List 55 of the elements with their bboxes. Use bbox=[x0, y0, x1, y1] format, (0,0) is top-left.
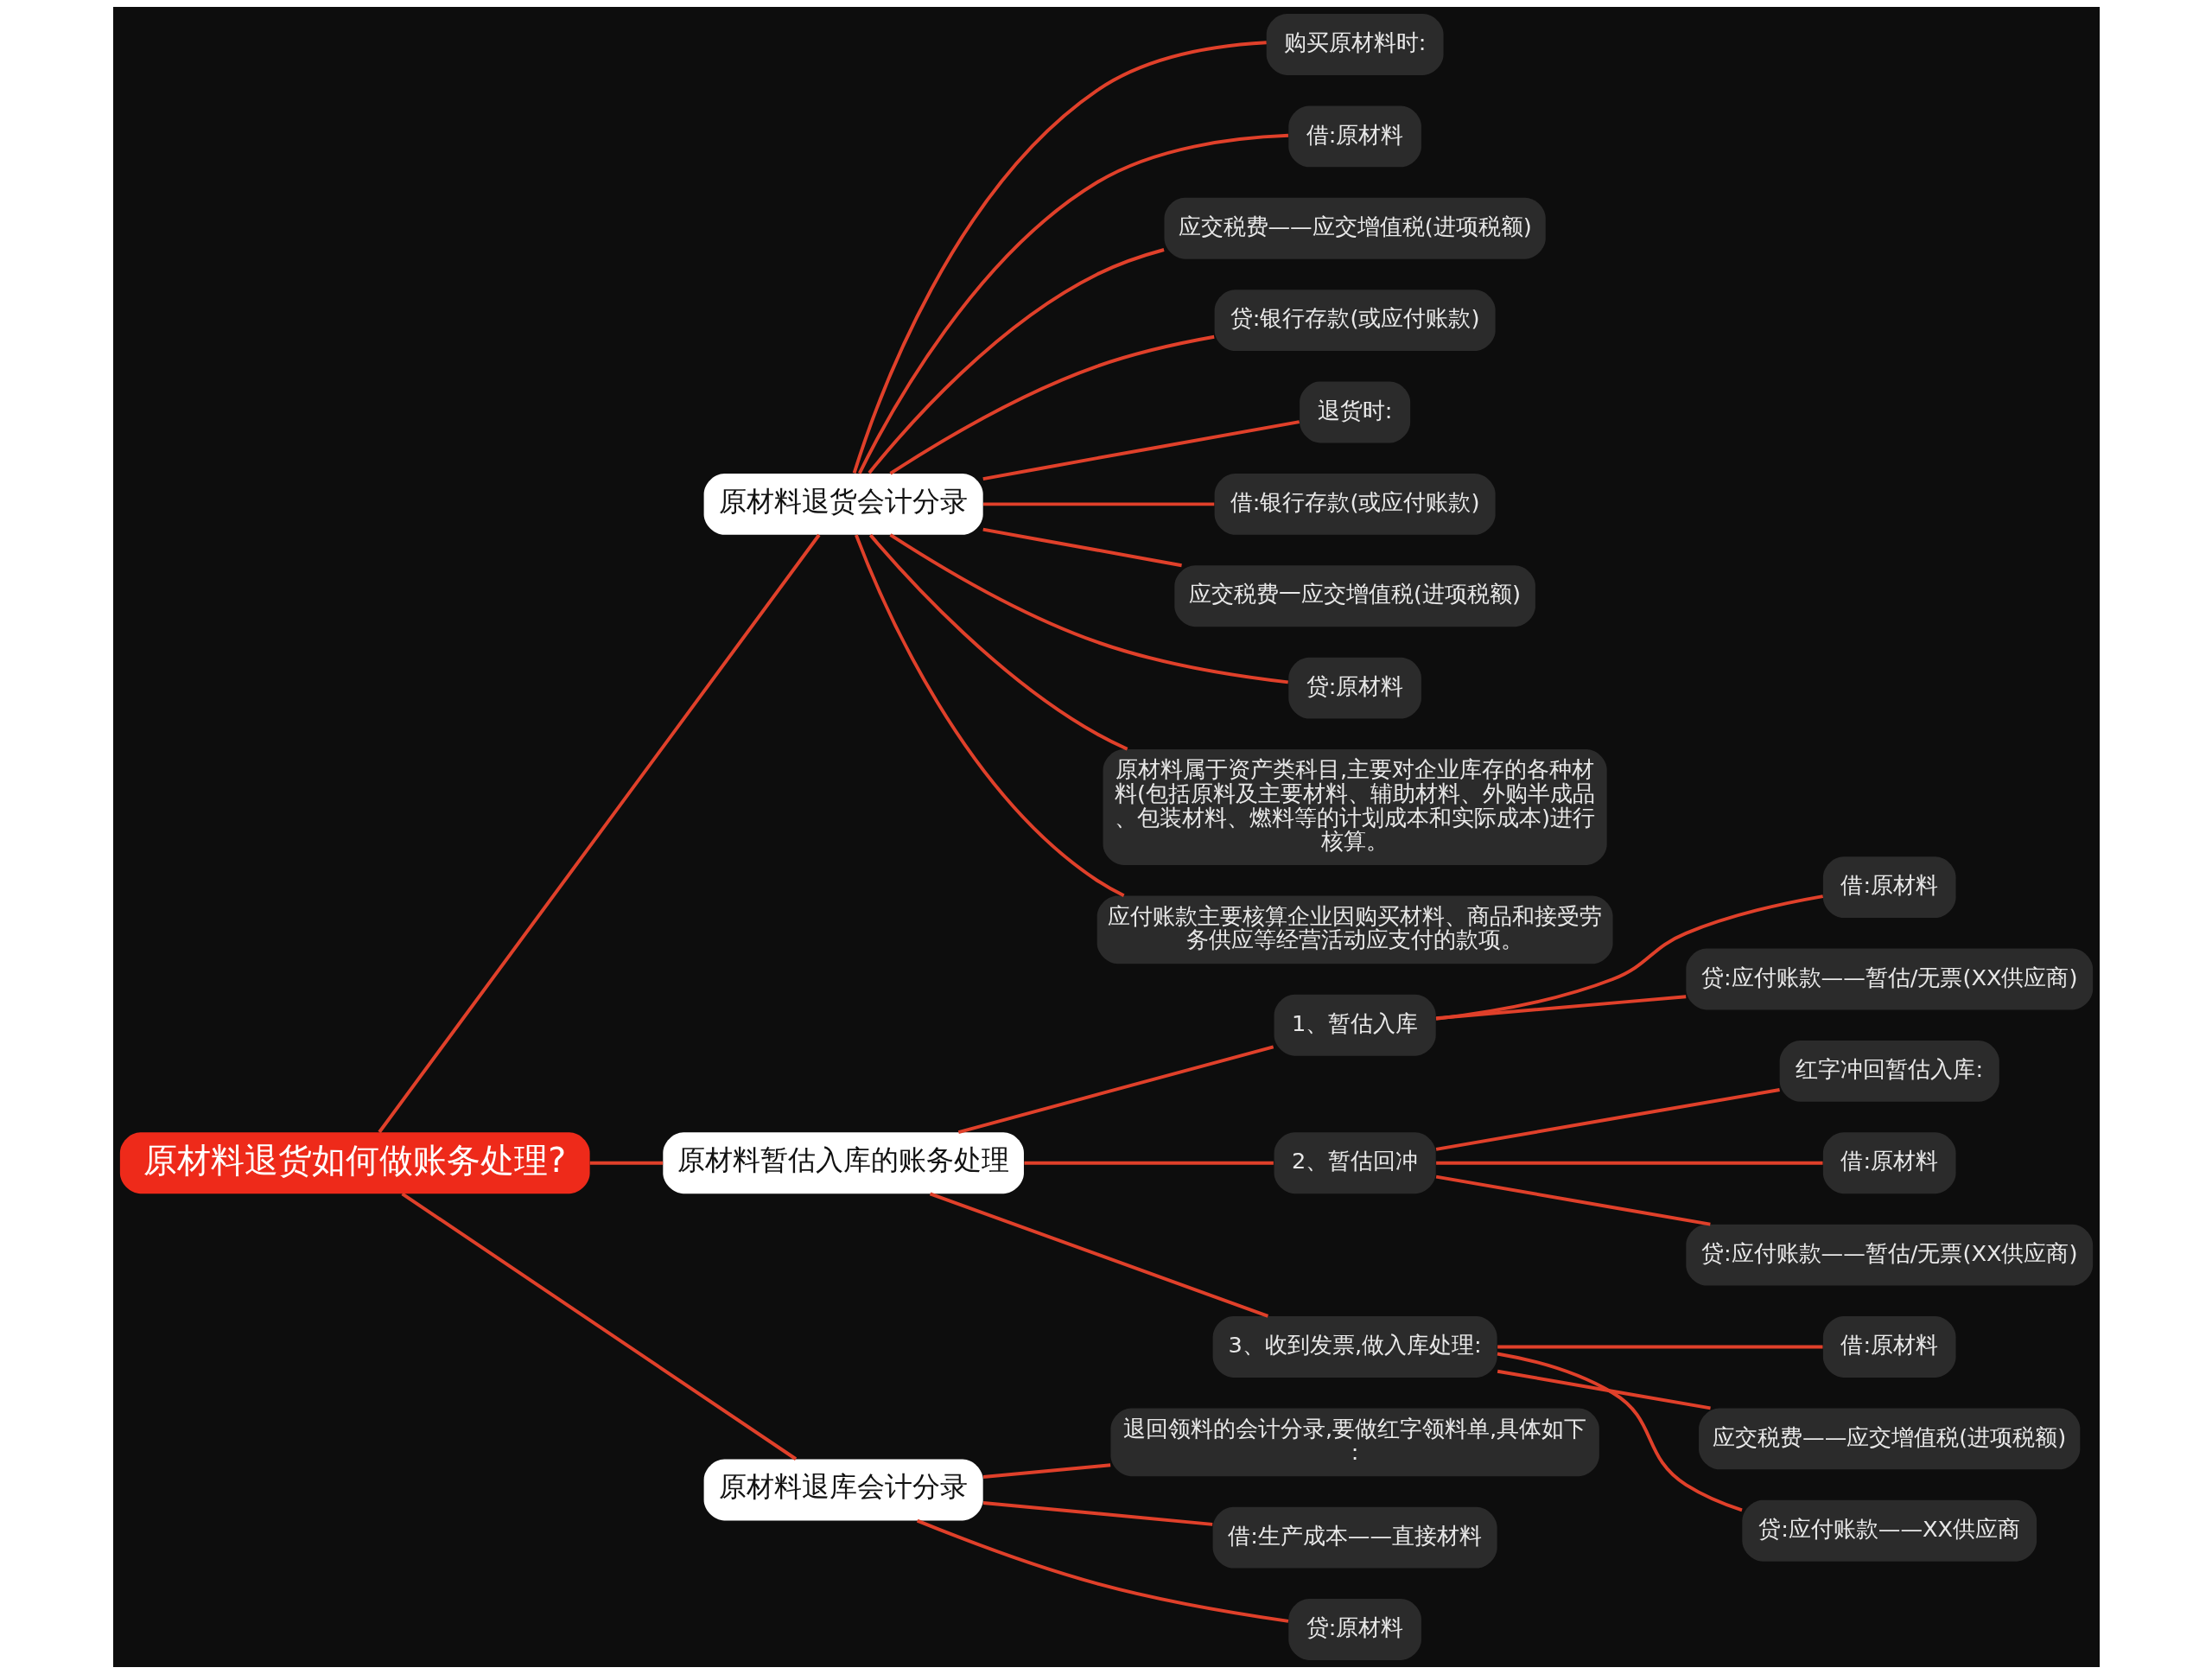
connector bbox=[1023, 1161, 1274, 1165]
node-box: 贷:原材料 bbox=[1287, 657, 1421, 719]
connector bbox=[929, 1192, 1268, 1318]
node-box: 原材料退货如何做账务处理? bbox=[119, 1132, 590, 1194]
connector bbox=[868, 533, 1128, 751]
node-box: 贷:应付账款——暂估/无票(XX供应商) bbox=[1685, 1224, 2093, 1286]
connector bbox=[982, 1501, 1212, 1526]
connector bbox=[888, 533, 1288, 684]
node-box: 1、暂估入库 bbox=[1274, 994, 1436, 1056]
node-box: 原材料退库会计分录 bbox=[703, 1459, 983, 1521]
connector bbox=[867, 248, 1165, 474]
node-box: 借:原材料 bbox=[1822, 1316, 1956, 1378]
connector bbox=[377, 533, 820, 1134]
node-box: 退回领料的会计分录,要做红字领料单,具体如下: bbox=[1109, 1408, 1599, 1477]
connector bbox=[982, 502, 1214, 506]
connector bbox=[857, 133, 1288, 474]
connector bbox=[1497, 1345, 1822, 1349]
connector bbox=[1497, 1352, 1743, 1512]
connector bbox=[589, 1161, 663, 1165]
node-box: 借:原材料 bbox=[1822, 1132, 1956, 1194]
connector bbox=[916, 1518, 1288, 1623]
connector bbox=[982, 527, 1182, 568]
connector bbox=[1497, 1369, 1711, 1410]
connector bbox=[854, 534, 1125, 897]
connector bbox=[982, 1463, 1110, 1479]
connector bbox=[1435, 894, 1823, 1021]
connector bbox=[957, 1045, 1274, 1135]
node-box: 应付账款主要核算企业因购买材料、商品和接受劳务供应等经营活动应支付的款项。 bbox=[1096, 895, 1613, 964]
node-box: 贷:原材料 bbox=[1287, 1599, 1421, 1660]
node-box: 退货时: bbox=[1299, 381, 1410, 443]
connector bbox=[1435, 1174, 1711, 1226]
node-box: 贷:应付账款——暂估/无票(XX供应商) bbox=[1685, 948, 2093, 1010]
node-box: 借:生产成本——直接材料 bbox=[1212, 1506, 1497, 1569]
node-box: 原材料暂估入库的账务处理 bbox=[662, 1132, 1024, 1194]
connector bbox=[888, 334, 1215, 475]
node-box: 原材料退货会计分录 bbox=[703, 473, 983, 535]
connector bbox=[1435, 1161, 1823, 1165]
node-box: 贷:银行存款(或应付账款) bbox=[1214, 290, 1496, 352]
node-box: 购买原材料时: bbox=[1266, 14, 1444, 75]
node-box: 借:原材料 bbox=[1287, 105, 1421, 168]
connector bbox=[1435, 995, 1686, 1021]
connector bbox=[400, 1192, 797, 1461]
node-box: 借:银行存款(或应付账款) bbox=[1214, 473, 1496, 535]
node-box: 借:原材料 bbox=[1822, 856, 1956, 919]
connector bbox=[982, 420, 1300, 481]
node-box: 红字冲回暂估入库: bbox=[1779, 1040, 1999, 1102]
node-box: 应交税费——应交增值税(进项税额) bbox=[1698, 1408, 2080, 1470]
node-box: 3、收到发票,做入库处理: bbox=[1212, 1316, 1497, 1378]
connector bbox=[852, 41, 1267, 474]
connector bbox=[1435, 1088, 1780, 1151]
node-box: 贷:应付账款——XX供应商 bbox=[1741, 1499, 2037, 1562]
node-box: 应交税费——应交增值税(进项税额) bbox=[1164, 197, 1546, 259]
node-box: 应交税费一应交增值税(进项税额) bbox=[1173, 565, 1535, 627]
node-box: 原材料属于资产类科目,主要对企业库存的各种材料(包括原料及主要材料、辅助材料、外购半成品、包装材料、燃料等的计划成本和实际成本)进行核算。 bbox=[1103, 749, 1607, 865]
node-box: 2、暂估回冲 bbox=[1274, 1132, 1436, 1194]
